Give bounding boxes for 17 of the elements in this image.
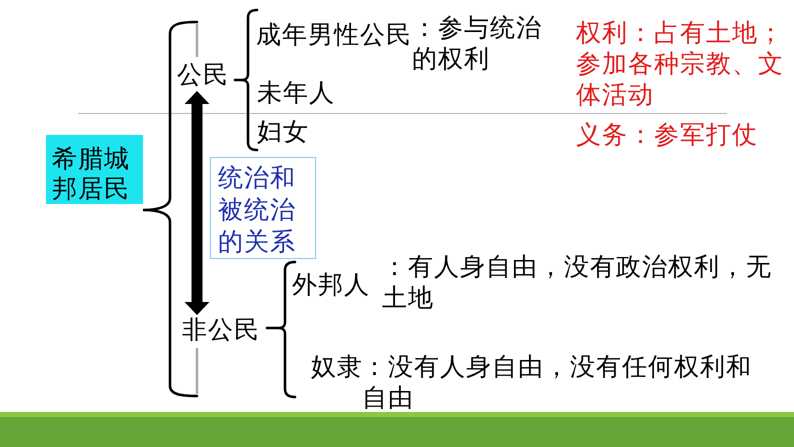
group-label: 非公民 bbox=[182, 315, 260, 346]
item-label: 妇女 bbox=[257, 117, 309, 148]
item-label: 成年男性公民 bbox=[256, 20, 412, 51]
item-label: 外邦人 bbox=[292, 270, 370, 301]
description-text: ：有人身自由，没有政治权利，无土地 bbox=[382, 252, 773, 314]
note-text: 义务：参军打仗 bbox=[576, 120, 758, 151]
relation-box bbox=[210, 157, 316, 259]
description-text: ：参与统治的权利 bbox=[412, 13, 543, 75]
item-label: 未年人 bbox=[257, 78, 335, 109]
group-label: 公民 bbox=[177, 60, 229, 91]
description-text: ：没有人身自由，没有任何权利和自由 bbox=[362, 352, 753, 414]
note-text: 权利：占有土地；参加各种宗教、文体活动 bbox=[576, 18, 785, 111]
category-box bbox=[46, 135, 143, 204]
item-label: 奴隶 bbox=[311, 352, 363, 383]
box-label: 统治和被统治的关系 bbox=[218, 163, 297, 258]
box-label: 希腊城邦居民 bbox=[52, 144, 131, 204]
double-arrow bbox=[184, 91, 210, 315]
